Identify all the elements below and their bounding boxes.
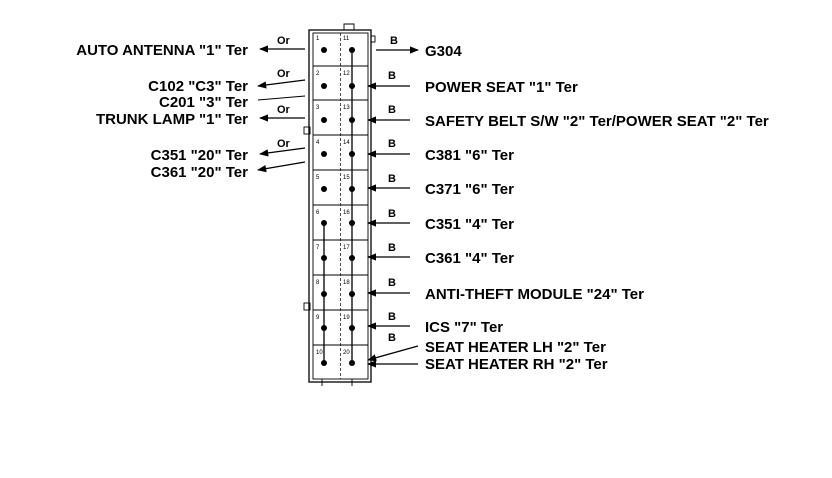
pin-number: 4: [316, 140, 320, 146]
pin-number: 18: [343, 280, 350, 286]
pin-number: 14: [343, 140, 350, 146]
pin-number: 9: [316, 315, 320, 321]
right-wires: B B B B B B B B B B: [367, 35, 419, 368]
pin-numbers: 1 2 3 4 5 6 7 8 9 10 11 12 13 14 15 16 1…: [316, 36, 350, 356]
circuit-label: SEAT HEATER RH "2" Ter: [425, 356, 608, 373]
circuit-label: ICS "7" Ter: [425, 319, 503, 336]
pin-number: 19: [343, 315, 350, 321]
pin-number: 11: [343, 36, 350, 42]
pin-number: 6: [316, 210, 320, 216]
pin-number: 10: [316, 350, 323, 356]
pin-number: 13: [343, 105, 350, 111]
pin-dot: [321, 151, 327, 157]
circuit-label: ANTI-THEFT MODULE "24" Ter: [425, 286, 644, 303]
wire-color-label: B: [388, 277, 396, 289]
circuit-label: C201 "3" Ter: [159, 94, 248, 111]
pin-number: 5: [316, 175, 320, 181]
wire-color-label: B: [388, 208, 396, 220]
pin-terminals: [321, 47, 355, 366]
circuit-label: TRUNK LAMP "1" Ter: [96, 111, 248, 128]
wire-color-label: Or: [277, 104, 291, 116]
wire-color-label: Or: [277, 35, 291, 47]
circuit-label: C371 "6" Ter: [425, 181, 514, 198]
wire-color-label: B: [388, 242, 396, 254]
pin-number: 8: [316, 280, 320, 286]
wire-color-label: B: [388, 332, 396, 344]
wire-color-label: B: [390, 35, 398, 47]
pin-dot: [321, 47, 327, 53]
circuit-label: C361 "20" Ter: [151, 164, 248, 181]
wire-color-label: B: [388, 70, 396, 82]
pin-dot: [321, 117, 327, 123]
circuit-label: SAFETY BELT S/W "2" Ter/POWER SEAT "2" T…: [425, 113, 769, 130]
left-labels: AUTO ANTENNA "1" Ter C102 "C3" Ter C201 …: [76, 42, 248, 181]
pin-dot: [321, 83, 327, 89]
wire-color-label: B: [388, 311, 396, 323]
pin-number: 15: [343, 175, 350, 181]
pin-number: 2: [316, 71, 320, 77]
circuit-label: POWER SEAT "1" Ter: [425, 79, 578, 96]
circuit-label: C361 "4" Ter: [425, 250, 514, 267]
left-wires: Or Or Or Or: [257, 35, 306, 173]
right-labels: G304 POWER SEAT "1" Ter SAFETY BELT S/W …: [425, 43, 769, 373]
pin-dot: [321, 186, 327, 192]
pin-number: 12: [343, 71, 350, 77]
circuit-label: C351 "4" Ter: [425, 216, 514, 233]
pin-number: 7: [316, 245, 320, 251]
wire-color-label: B: [388, 104, 396, 116]
wire-color-label: B: [388, 173, 396, 185]
wire-color-label: Or: [277, 68, 291, 80]
pin-number: 17: [343, 245, 350, 251]
pin-number: 1: [316, 36, 320, 42]
connector-body: [303, 23, 376, 386]
circuit-label: AUTO ANTENNA "1" Ter: [76, 42, 248, 59]
pin-number: 16: [343, 210, 350, 216]
circuit-label: C351 "20" Ter: [151, 147, 248, 164]
circuit-label: SEAT HEATER LH "2" Ter: [425, 339, 606, 356]
circuit-label: C102 "C3" Ter: [148, 78, 248, 95]
pin-number: 3: [316, 105, 320, 111]
wire-color-label: Or: [277, 138, 291, 150]
circuit-label: G304: [425, 43, 462, 60]
wire-color-label: B: [388, 138, 396, 150]
circuit-label: C381 "6" Ter: [425, 147, 514, 164]
pin-number: 20: [343, 350, 350, 356]
